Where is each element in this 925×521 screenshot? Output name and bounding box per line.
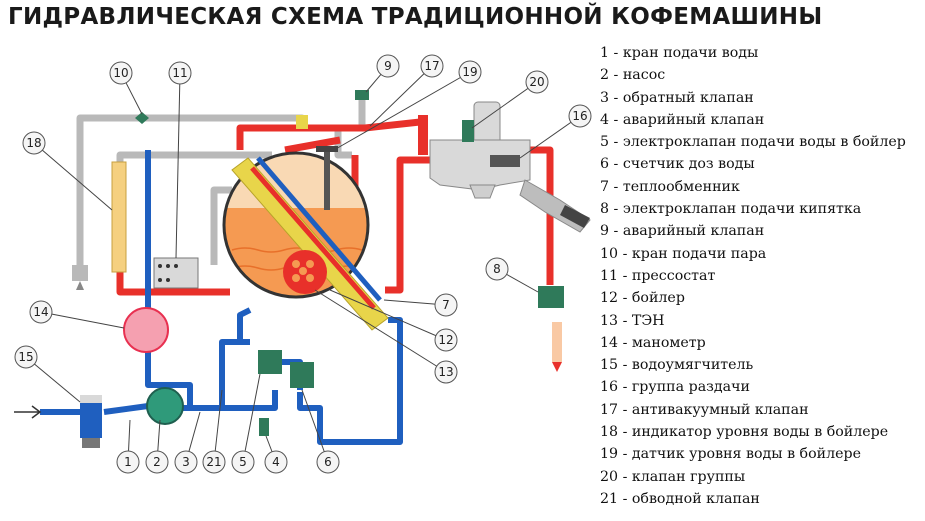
solenoid-valve-5	[258, 350, 282, 374]
solenoid-valve-8	[538, 286, 564, 308]
water-softener-15	[80, 400, 102, 438]
callout-5: 5	[239, 455, 247, 469]
pressostat-11	[153, 257, 199, 289]
callout-19: 19	[462, 65, 477, 79]
level-indicator-18	[111, 161, 127, 273]
legend-item: 3 - обратный клапан	[600, 89, 754, 106]
flowmeter-6	[290, 362, 314, 388]
callout-14: 14	[33, 305, 48, 319]
callout-7: 7	[442, 298, 450, 312]
page-title: ГИДРАВЛИЧЕСКАЯ СХЕМА ТРАДИЦИОННОЙ КОФЕМА…	[8, 4, 823, 30]
legend-item: 2 - насос	[600, 67, 666, 84]
callout-15: 15	[18, 350, 33, 364]
callout-11: 11	[172, 66, 187, 80]
cold-water-pipes	[40, 150, 403, 445]
legend-item: 16 - группа раздачи	[600, 379, 750, 396]
callout-13: 13	[438, 365, 453, 379]
legend-item: 9 - аварийный клапан	[600, 223, 765, 240]
callout-6: 6	[324, 455, 332, 469]
callout-4: 4	[272, 455, 280, 469]
steam-wand-tip	[72, 265, 88, 281]
legend-item: 11 - прессостат	[600, 267, 716, 284]
pump-2	[146, 387, 184, 425]
level-probe	[324, 150, 330, 210]
hydraulic-diagram: 1 2 3 21 5 4 6 7 12 13 14 15	[14, 54, 592, 474]
callout-18: 18	[26, 136, 41, 150]
heating-element	[283, 250, 327, 294]
legend-item: 5 - электроклапан подачи воды в бойлер	[600, 134, 906, 151]
legend-item: 13 - ТЭН	[600, 312, 665, 329]
legend-item: 8 - электроклапан подачи кипятка	[600, 201, 862, 218]
callout-12: 12	[438, 333, 453, 347]
legend-list: 1 - кран подачи воды 2 - насос 3 - обрат…	[600, 42, 906, 510]
heat-exchanger	[231, 156, 389, 331]
legend-item: 7 - теплообменник	[600, 178, 740, 195]
legend-item: 6 - счетчик доз воды	[600, 156, 755, 173]
legend-item: 10 - кран подачи пара	[600, 245, 767, 262]
safety-valve-9	[355, 90, 369, 100]
legend-item: 17 - антивакуумный клапан	[600, 401, 809, 418]
callout-16: 16	[572, 109, 587, 123]
callout-8: 8	[493, 262, 501, 276]
steam-tap-10	[135, 112, 149, 124]
legend-item: 18 - индикатор уровня воды в бойлере	[600, 424, 889, 441]
legend-item: 14 - манометр	[600, 334, 706, 351]
callouts: 1 2 3 21 5 4 6 7 12 13 14 15	[14, 54, 592, 474]
safety-valve-4	[259, 418, 269, 436]
legend-item: 19 - датчик уровня воды в бойлере	[600, 446, 861, 463]
legend-item: 12 - бойлер	[600, 290, 685, 307]
callout-10: 10	[113, 66, 128, 80]
legend-item: 1 - кран подачи воды	[600, 45, 759, 61]
callout-3: 3	[182, 455, 190, 469]
callout-9: 9	[384, 59, 392, 73]
callout-1: 1	[124, 455, 132, 469]
group-head	[429, 101, 591, 233]
anti-vacuum-valve-17	[296, 115, 308, 129]
callout-17: 17	[424, 59, 439, 73]
group-valve-20	[418, 115, 428, 155]
legend-item: 4 - аварийный клапан	[600, 111, 765, 128]
legend-item: 21 - обводной клапан	[600, 490, 760, 507]
hot-water-drop	[552, 362, 562, 372]
manometer-14	[123, 307, 169, 353]
legend-item: 20 - клапан группы	[600, 468, 746, 485]
water-inlet-arrow	[14, 405, 42, 419]
legend-item: 15 - водоумягчитель	[600, 357, 754, 374]
hot-water-nozzle	[552, 322, 562, 362]
callout-21: 21	[206, 455, 221, 469]
callout-20: 20	[529, 75, 544, 89]
level-probe-cap	[316, 146, 338, 152]
callout-2: 2	[153, 455, 161, 469]
